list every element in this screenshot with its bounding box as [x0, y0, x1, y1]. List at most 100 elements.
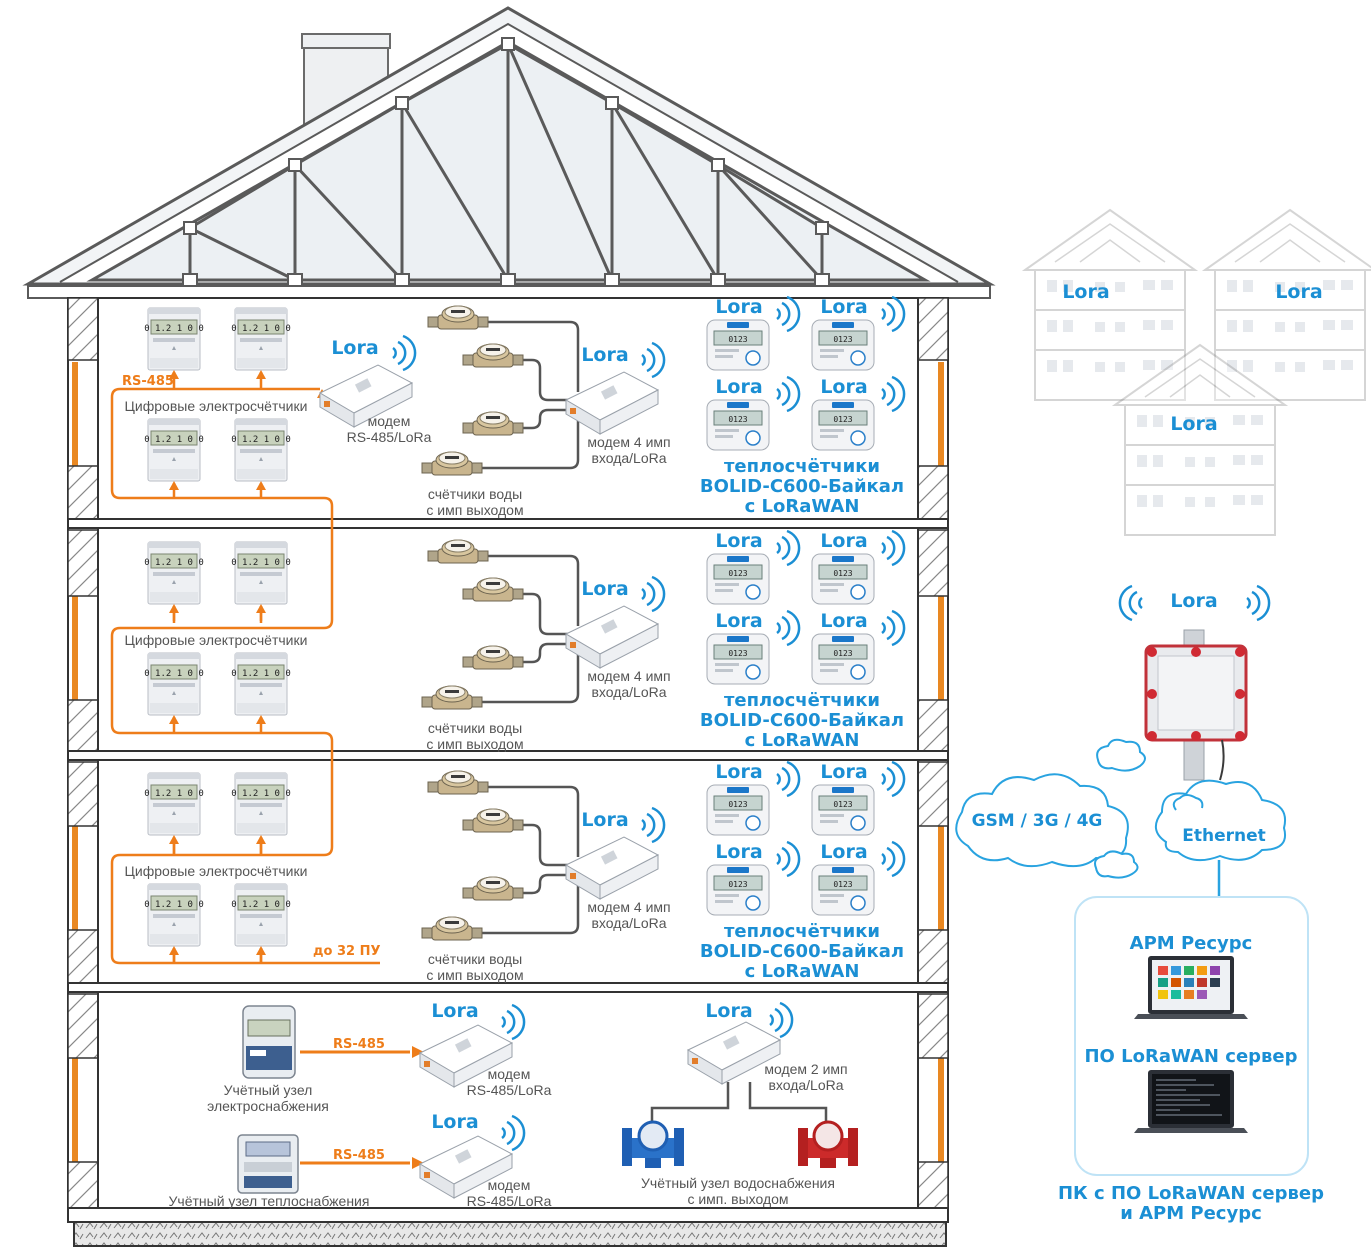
rs485-bus — [110, 387, 334, 630]
electric-meter-icon — [143, 772, 205, 836]
electric-meter-icon — [230, 772, 292, 836]
laptop-icon — [1134, 1070, 1248, 1133]
water-meter-icon — [427, 305, 489, 330]
building-shell — [67, 297, 949, 1247]
electric-node-meter-icon — [242, 1005, 296, 1079]
pulse-wire — [515, 823, 572, 867]
electric-meter-icon — [230, 883, 292, 947]
rs485-arrow — [300, 1046, 424, 1169]
lora-label: Lora — [581, 809, 629, 831]
pulse-wire — [480, 785, 580, 857]
lora-label: Lora — [820, 610, 868, 632]
heat-meter-icon — [706, 319, 770, 371]
lora-wave-icon — [640, 806, 666, 844]
lora-wave-icon — [880, 840, 906, 878]
rs485-arrowhead — [169, 370, 179, 379]
rs485-bus — [110, 626, 334, 857]
lora-label: Lora — [581, 578, 629, 600]
heat-meter-icon — [811, 784, 875, 836]
pulse-wire — [474, 420, 580, 470]
lora-wave-icon — [640, 575, 666, 613]
heat-meter-icon — [706, 399, 770, 451]
lorawan-server-label: ПО LoRaWAN сервер — [1084, 1046, 1298, 1067]
hot-water-meter-icon — [798, 1120, 858, 1168]
heat-meter-icon — [706, 633, 770, 685]
basement-floor — [237, 1001, 858, 1199]
pulse-wire — [480, 554, 580, 626]
modem-label: модем RS-485/LoRa — [466, 1066, 552, 1098]
pulse-wire — [515, 873, 572, 895]
heat-meter-icon — [706, 784, 770, 836]
lora-label: Lora — [820, 376, 868, 398]
lora-label: Lora — [820, 530, 868, 552]
lora-wave-icon — [775, 375, 801, 413]
heat-meter-icon — [811, 864, 875, 916]
lora-label: Lora — [1170, 590, 1218, 612]
rs485-label: RS-485 — [122, 374, 174, 389]
rs485-arrowhead — [256, 370, 266, 379]
electric-meter-icon — [143, 652, 205, 716]
digital-meters-label: Цифровые электросчётчики — [124, 398, 308, 414]
rs485-label: RS-485 — [333, 1037, 385, 1052]
water-meter-icon — [421, 451, 483, 476]
rs485-label: RS-485 — [333, 1148, 385, 1163]
pulse-wire — [515, 408, 572, 430]
pulse-wire — [480, 320, 580, 392]
digital-meters-label: Цифровые электросчётчики — [124, 632, 308, 648]
modem-label: модем RS-485/LoRa — [466, 1177, 552, 1209]
rs485-arrowhead — [256, 481, 266, 490]
water-meter-icon — [462, 577, 524, 602]
rs485-bus — [110, 853, 380, 965]
lora-wave-icon — [775, 295, 801, 333]
lora-wave-icon — [880, 295, 906, 333]
water-meter-icon — [421, 685, 483, 710]
water-meter-icon — [462, 411, 524, 436]
lora-label: Lora — [431, 1000, 479, 1022]
cold-water-meter-icon — [622, 1120, 684, 1168]
pc-caption: ПК с ПО LoRaWAN сервер и АРМ Ресурс — [1057, 1183, 1325, 1224]
heat-meter-icon — [811, 633, 875, 685]
electric-meter-icon — [143, 541, 205, 605]
lora-label: Lora — [715, 761, 763, 783]
digital-meters-label: Цифровые электросчётчики — [124, 863, 308, 879]
heat-node-meter-icon — [237, 1134, 299, 1194]
lora-wave-icon — [500, 1003, 526, 1041]
water-meter-icon — [421, 916, 483, 941]
max-devices-label: до 32 ПУ — [313, 944, 381, 959]
lora-wave-icon — [775, 760, 801, 798]
lora-wave-icon — [391, 334, 417, 372]
lora-label: Lora — [715, 610, 763, 632]
electric-meter-icon — [230, 541, 292, 605]
lora-label: Lora — [820, 841, 868, 863]
modem-icon — [565, 836, 659, 900]
electric-meter-icon — [230, 307, 292, 371]
lora-label: Lora — [1170, 413, 1218, 435]
lora-label: Lora — [820, 761, 868, 783]
water-meter-icon — [462, 343, 524, 368]
lora-wave-icon — [880, 375, 906, 413]
cloud-icon — [955, 738, 1286, 879]
rs485-arrowhead — [169, 481, 179, 490]
roof — [22, 6, 996, 299]
lora-label: Lora — [331, 337, 379, 359]
lora-wave-icon — [775, 609, 801, 647]
pulse-wire — [515, 642, 572, 664]
lora-label: Lora — [715, 296, 763, 318]
water-meter-icon — [462, 876, 524, 901]
base-station-icon — [1118, 584, 1271, 781]
lora-label: Lora — [820, 296, 868, 318]
heat-meter-icon — [811, 553, 875, 605]
lora-label: Lora — [1062, 281, 1110, 303]
pulse-wire — [515, 592, 572, 636]
heat-meter-icon — [811, 319, 875, 371]
lora-wave-icon — [880, 760, 906, 798]
arm-label: АРМ Ресурс — [1129, 933, 1253, 954]
lora-label: Lora — [715, 376, 763, 398]
lora-wave-icon — [500, 1114, 526, 1152]
